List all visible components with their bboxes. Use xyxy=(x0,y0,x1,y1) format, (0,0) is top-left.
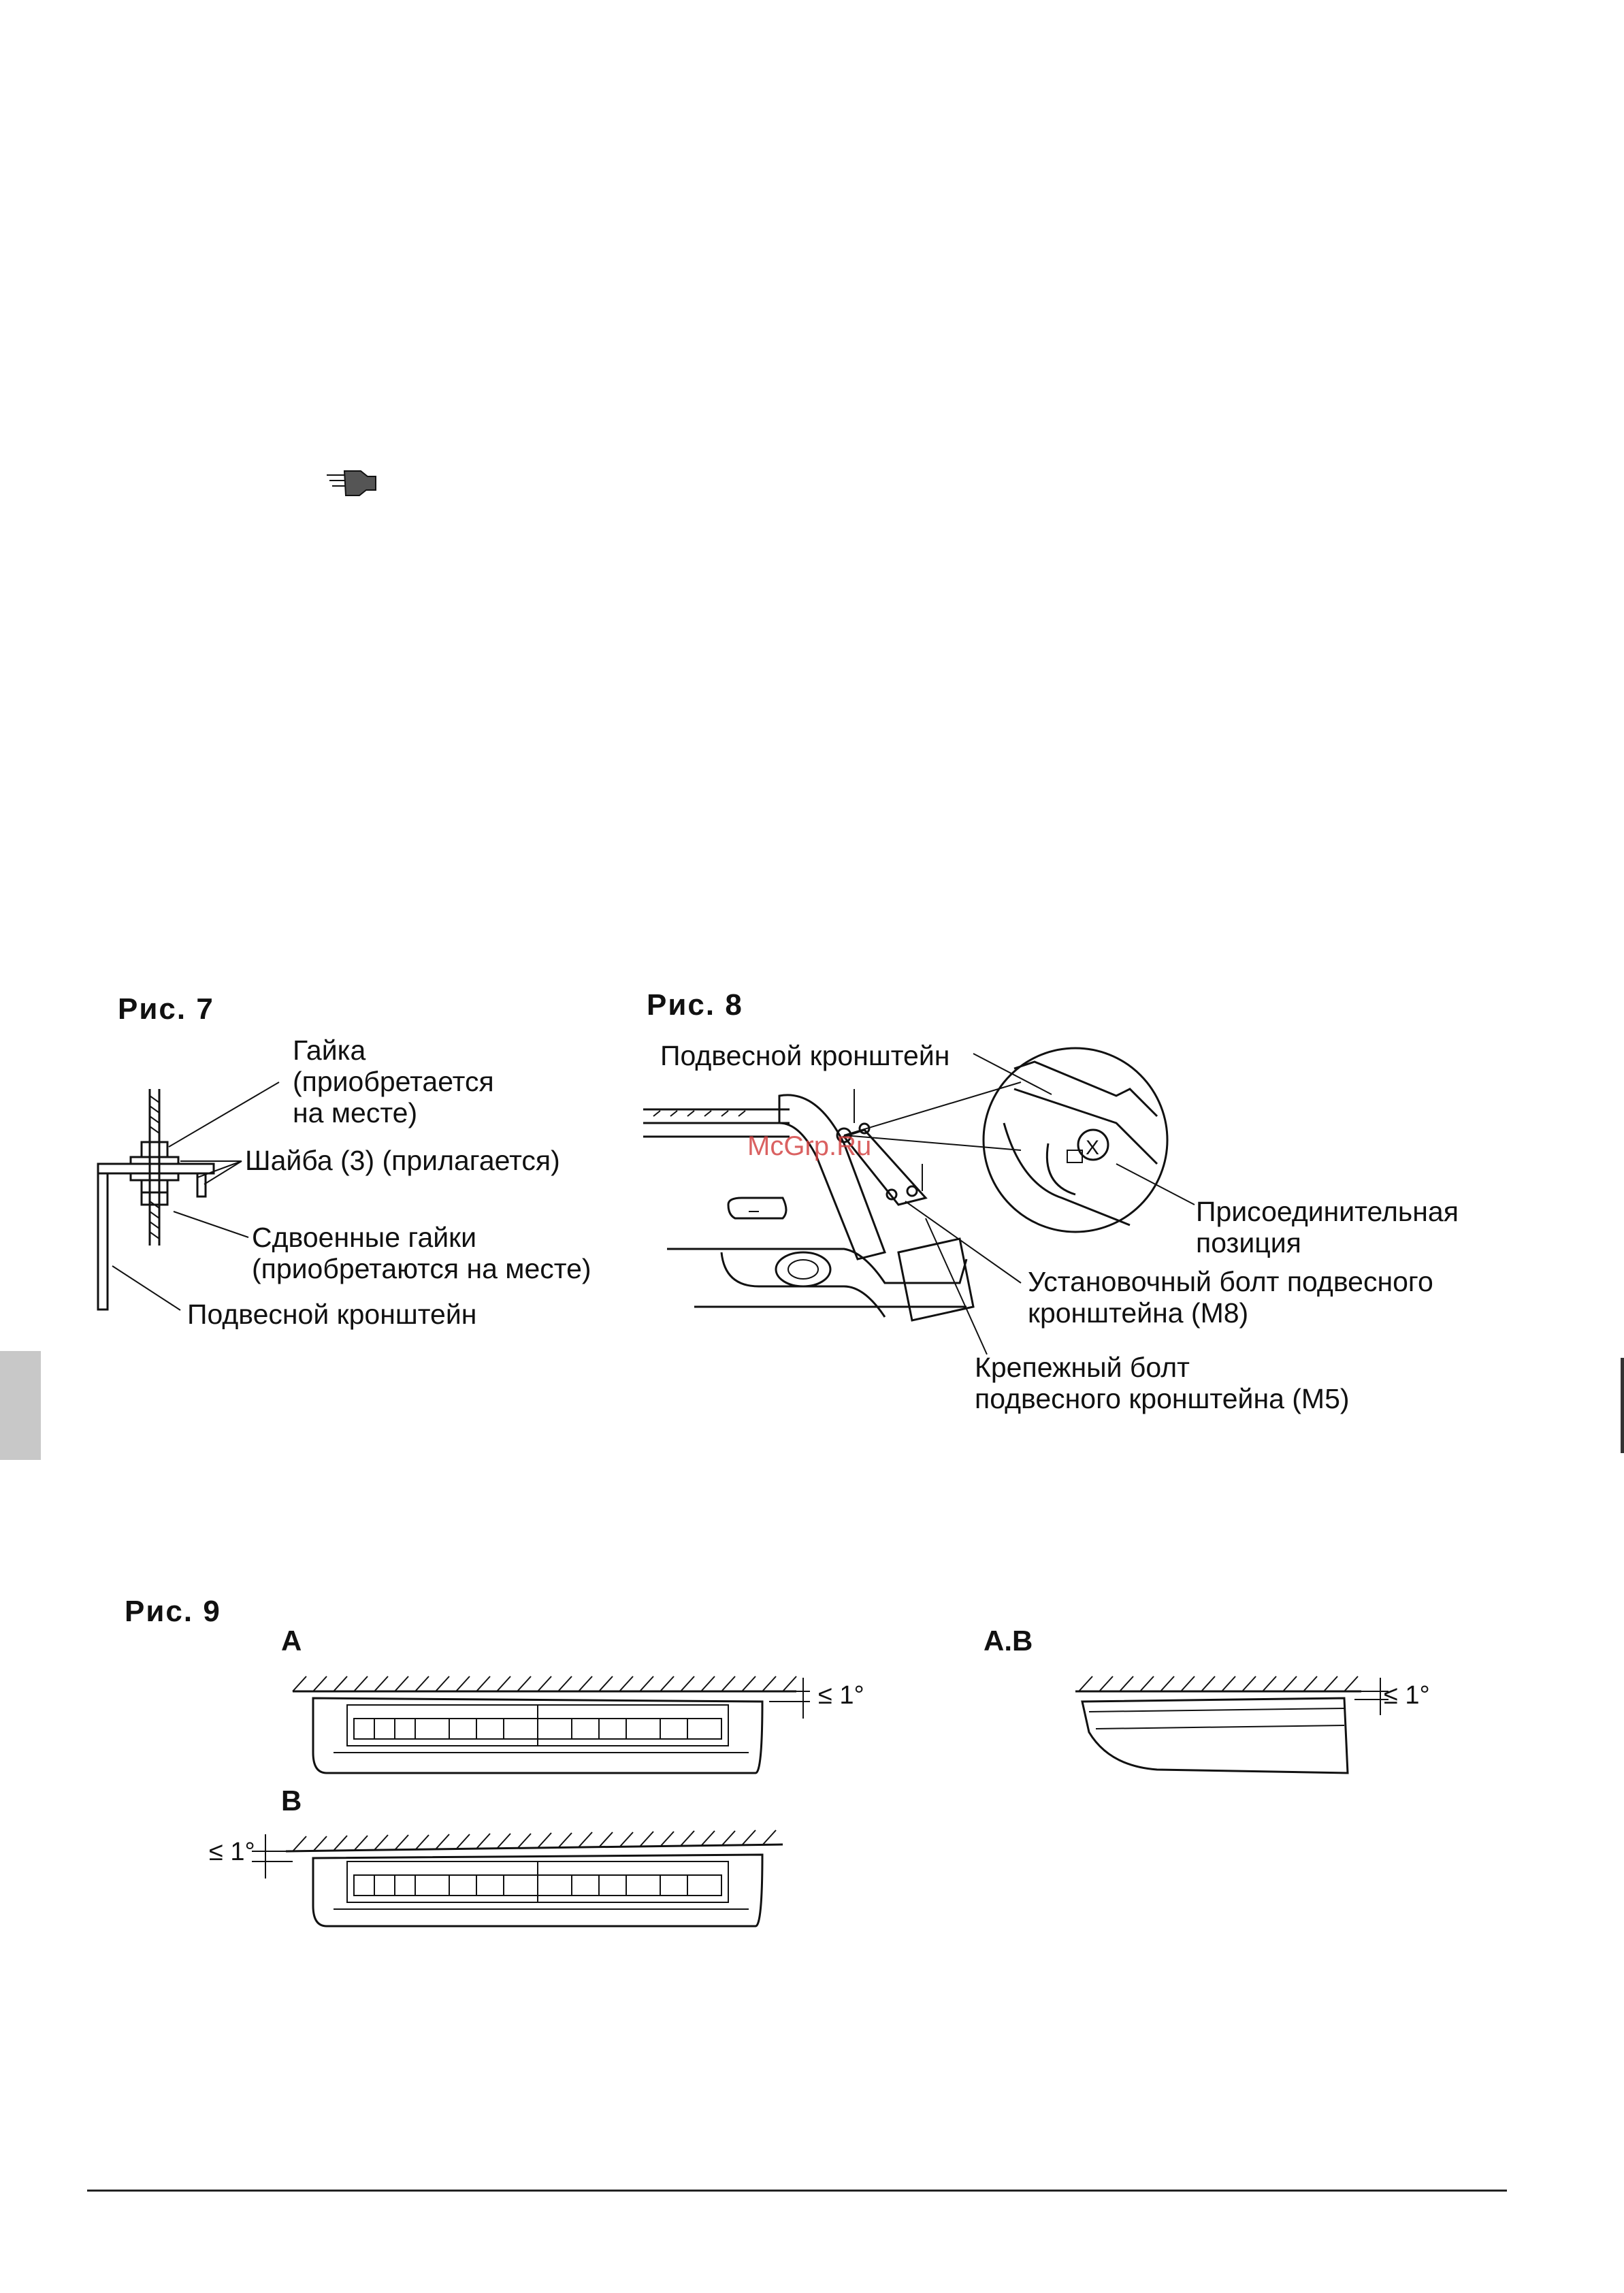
fig7-leaders xyxy=(112,1082,280,1311)
fig9-angle-ab: ≤ 1° xyxy=(1384,1681,1430,1710)
fig9-unit-b xyxy=(252,1829,783,1928)
fig9-label-ab: A.B xyxy=(984,1625,1033,1657)
fig8-watermark: McGrp.Ru xyxy=(747,1131,872,1161)
fig8-mount-bolt-label: Установочный болт подвесного кронштейна … xyxy=(1028,1266,1433,1329)
fig8-connection-label: Присоединительная позиция xyxy=(1196,1196,1459,1258)
fig7-double-nuts-line1: Сдвоенные гайки xyxy=(252,1222,477,1253)
fig7-washer-label: Шайба (3) (прилагается) xyxy=(245,1145,560,1176)
hand-pointer-icon xyxy=(327,470,376,496)
fig9-title: Рис. 9 xyxy=(125,1595,221,1628)
fig8-fix-bolt-line2: подвесного кронштейна (M5) xyxy=(975,1383,1350,1414)
fig7-nut-label-line1: Гайка xyxy=(293,1035,366,1066)
fig8-connection-line2: позиция xyxy=(1196,1227,1301,1258)
fig9-angle-b: ≤ 1° xyxy=(209,1838,255,1866)
fig8-title: Рис. 8 xyxy=(647,988,743,1022)
fig9-unit-a xyxy=(292,1676,810,1774)
fig8-mount-bolt-line2: кронштейна (M8) xyxy=(1028,1297,1249,1329)
fig8-bracket-label: Подвесной кронштейн xyxy=(660,1040,950,1071)
fig8-connection-line1: Присоединительная xyxy=(1196,1196,1459,1227)
fig7-diagram xyxy=(97,1089,215,1311)
fig8-diagram: X xyxy=(643,1047,1169,1322)
footer-rule xyxy=(87,2190,1507,2192)
fig8-mount-bolt-line1: Установочный болт подвесного xyxy=(1028,1266,1433,1297)
fig9-unit-ab xyxy=(1075,1676,1388,1774)
fig7-nut-label: Гайка (приобретается на месте) xyxy=(293,1035,494,1128)
fig7-nut-label-line3: на месте) xyxy=(293,1097,418,1128)
fig7-bracket-label: Подвесной кронштейн xyxy=(187,1299,477,1330)
side-tab xyxy=(0,1351,41,1460)
fig8-fix-bolt-label: Крепежный болт подвесного кронштейна (M5… xyxy=(975,1352,1350,1414)
fig9-angle-a: ≤ 1° xyxy=(818,1681,864,1710)
fig7-nut-label-line2: (приобретается xyxy=(293,1066,494,1097)
fig9-label-b: B xyxy=(281,1785,302,1817)
fig8-leaders xyxy=(905,1053,1195,1355)
svg-text:X: X xyxy=(1086,1137,1099,1159)
fig8-fix-bolt-line1: Крепежный болт xyxy=(975,1352,1190,1383)
fig9-label-a: A xyxy=(281,1625,302,1657)
fig7-double-nuts-label: Сдвоенные гайки (приобретаются на месте) xyxy=(252,1222,591,1284)
fig7-double-nuts-line2: (приобретаются на месте) xyxy=(252,1253,591,1284)
fig7-title: Рис. 7 xyxy=(118,992,214,1026)
right-edge-mark xyxy=(1621,1358,1624,1453)
